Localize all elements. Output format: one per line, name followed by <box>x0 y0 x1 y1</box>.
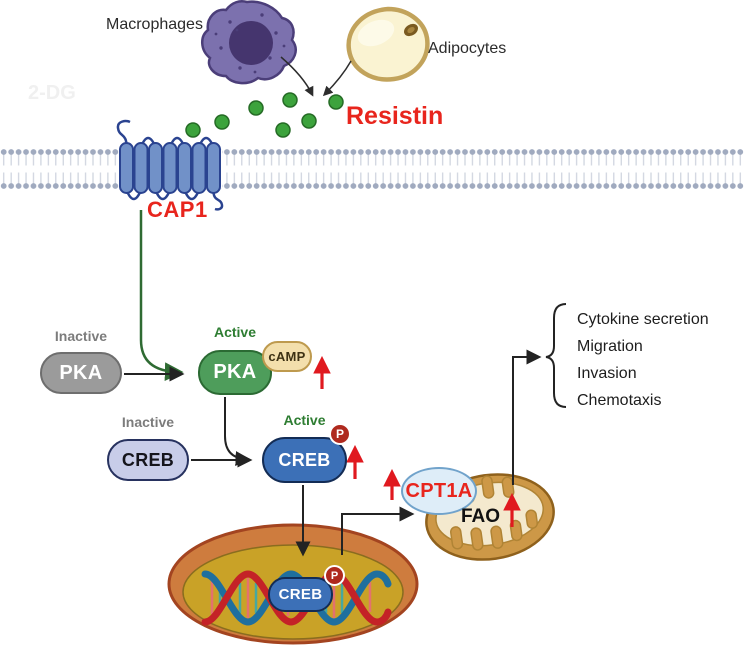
phospho-badge: P <box>329 423 351 445</box>
fao-label: FAO <box>461 506 501 527</box>
pka-to-creb-arrow <box>224 397 251 466</box>
watermark-text: 2-DG <box>28 82 76 104</box>
cell-membrane <box>0 148 744 190</box>
output-migration: Migration <box>577 338 643 355</box>
mitochondrion-to-outputs-arrow <box>512 349 542 485</box>
creb-active-node: CREB <box>262 437 347 483</box>
resistin-label: Resistin <box>346 102 444 130</box>
output-chemotaxis: Chemotaxis <box>577 392 662 409</box>
creb-nuclear-node: CREB <box>268 577 333 612</box>
camp-node: cAMP <box>262 341 312 372</box>
pka-inactive-node: PKA <box>40 352 122 394</box>
creb-inactive-state-label: Inactive <box>121 414 175 430</box>
macrophages-label: Macrophages <box>106 16 203 33</box>
resistin-molecules <box>185 92 344 138</box>
creb-active-state-label: Active <box>283 412 326 428</box>
adipocyte-cell-icon <box>346 6 430 82</box>
adipocyte-secretion-arrow <box>322 60 352 97</box>
cpt1a-node: CPT1A <box>401 467 477 515</box>
output-cytokine-secretion: Cytokine secretion <box>577 311 709 328</box>
adipocytes-label: Adipocytes <box>428 40 507 57</box>
transcription-to-cpt1a-arrow <box>341 506 415 555</box>
pka-active-node: PKA <box>198 350 272 395</box>
creb-inactive-node: CREB <box>107 439 189 481</box>
pka-inactive-state-label: Inactive <box>54 328 108 344</box>
cap1-label: CAP1 <box>147 197 208 222</box>
cap1-signal-arrow <box>139 210 184 382</box>
macrophage-secretion-arrow <box>280 56 314 97</box>
cap1-receptor-icon <box>116 119 224 211</box>
phospho-badge: P <box>324 565 345 586</box>
macrophage-cell-icon <box>201 0 297 85</box>
output-invasion: Invasion <box>577 365 637 382</box>
outputs-brace <box>545 303 567 408</box>
pka-active-state-label: Active <box>213 324 257 340</box>
